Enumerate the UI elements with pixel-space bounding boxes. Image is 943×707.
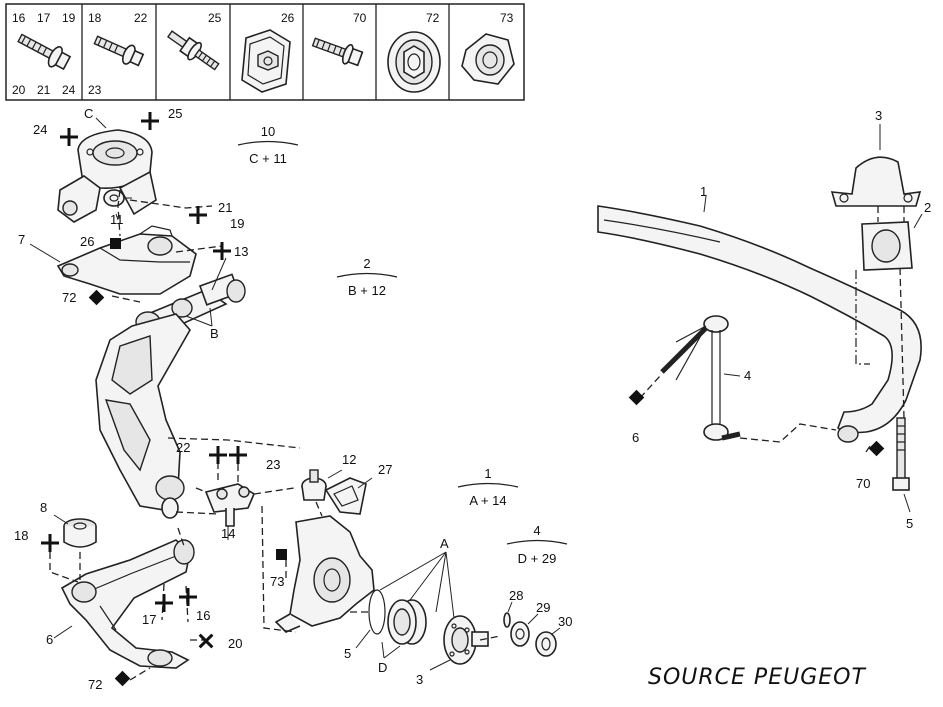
flange-bolt-icon <box>93 35 145 67</box>
svg-text:1: 1 <box>484 466 491 481</box>
wheel-hub <box>443 615 489 665</box>
callout-label: A <box>440 536 449 551</box>
table-label: 18 <box>88 11 102 25</box>
table-label: 16 <box>12 11 26 25</box>
table-label: 23 <box>88 83 102 97</box>
rubber-bushing <box>63 518 97 548</box>
anti-roll-bar-bush <box>861 221 913 271</box>
svg-text:2: 2 <box>363 256 370 271</box>
callout-label: 27 <box>378 462 392 477</box>
callout-label: 7 <box>18 232 25 247</box>
callout-label: 23 <box>266 457 280 472</box>
steering-knuckle <box>274 515 375 633</box>
table-label: 26 <box>281 11 295 25</box>
table-label: 19 <box>62 11 76 25</box>
hex-bolt-icon <box>311 37 364 67</box>
callout-label: D <box>378 660 387 675</box>
table-label: 22 <box>134 11 148 25</box>
subframe-arm <box>95 313 191 519</box>
callout-label: 72 <box>88 677 102 692</box>
lower-wishbone <box>60 539 195 669</box>
callout-label: 1 <box>700 184 707 199</box>
callout-label: 21 <box>218 200 232 215</box>
callout-label: 26 <box>80 234 94 249</box>
clip-nut-icon <box>241 29 291 93</box>
callout-label: 70 <box>856 476 870 491</box>
flange-bolt-icon <box>17 33 72 71</box>
callout-label: 14 <box>221 526 235 541</box>
table-label: 24 <box>62 83 76 97</box>
callout-label: 73 <box>270 574 284 589</box>
subframe-bracket <box>56 225 197 295</box>
svg-text:C + 11: C + 11 <box>249 151 287 166</box>
hex-nut-icon <box>461 33 515 85</box>
callout-label: 16 <box>196 608 210 623</box>
table-label: 20 <box>12 83 26 97</box>
callout-labels: 24 25 C 11 21 19 7 26 13 72 B 22 23 12 2… <box>14 106 931 692</box>
leader-lines <box>29 117 923 671</box>
svg-text:4: 4 <box>533 523 540 538</box>
callout-label: 6 <box>46 632 53 647</box>
callout-label: 4 <box>744 368 751 383</box>
long-bolt <box>892 417 910 491</box>
anti-roll-bar <box>597 205 922 443</box>
callout-label: 24 <box>33 122 47 137</box>
source-caption: SOURCE PEUGEOT <box>648 665 866 690</box>
clamp-bracket <box>830 156 922 207</box>
callout-label: 2 <box>924 200 931 215</box>
callout-label: 3 <box>416 672 423 687</box>
fraction-label: 10 C + 11 <box>237 124 299 166</box>
stud-bolt-icon <box>167 30 220 71</box>
callout-label: 22 <box>176 440 190 455</box>
hub-nut-set <box>503 612 557 657</box>
dust-shield <box>324 477 367 515</box>
callout-label: 18 <box>14 528 28 543</box>
svg-text:10: 10 <box>261 124 275 139</box>
fraction-label: 2 B + 12 <box>336 256 398 298</box>
table-label: 70 <box>353 11 367 25</box>
strut-top-mount <box>57 129 157 223</box>
callout-label: 5 <box>344 646 351 661</box>
callout-label: 30 <box>558 614 572 629</box>
svg-text:D + 29: D + 29 <box>518 551 557 566</box>
drop-link <box>660 315 741 441</box>
callout-label: C <box>84 106 93 121</box>
flange-nut-icon <box>387 31 441 93</box>
callout-label: 25 <box>168 106 182 121</box>
callout-label: 19 <box>230 216 244 231</box>
callout-label: 28 <box>509 588 523 603</box>
fraction-label: 4 D + 29 <box>506 523 568 566</box>
fastener-table: 16 17 19 20 21 24 18 22 23 25 <box>5 3 525 101</box>
svg-text:B + 12: B + 12 <box>348 283 386 298</box>
callout-label: B <box>210 326 219 341</box>
callout-label: 17 <box>142 612 156 627</box>
table-label: 17 <box>37 11 51 25</box>
callout-label: 8 <box>40 500 47 515</box>
table-label: 25 <box>208 11 222 25</box>
callout-label: 6 <box>632 430 639 445</box>
wheel-bearing <box>387 599 427 645</box>
ball-joint <box>204 483 256 527</box>
callout-label: 5 <box>906 516 913 531</box>
cross-marker <box>41 112 247 649</box>
fraction-label: 1 A + 14 <box>457 466 519 508</box>
circlip <box>368 589 386 635</box>
callout-label: 11 <box>110 212 124 227</box>
table-label: 72 <box>426 11 440 25</box>
table-label: 21 <box>37 83 51 97</box>
callout-label: 29 <box>536 600 550 615</box>
tie-rod-end <box>301 469 327 501</box>
table-label: 73 <box>500 11 514 25</box>
callout-label: 20 <box>228 636 242 651</box>
svg-text:A + 14: A + 14 <box>469 493 506 508</box>
callout-label: 3 <box>875 108 882 123</box>
callout-label: 72 <box>62 290 76 305</box>
callout-label: 12 <box>342 452 356 467</box>
callout-label: 13 <box>234 244 248 259</box>
